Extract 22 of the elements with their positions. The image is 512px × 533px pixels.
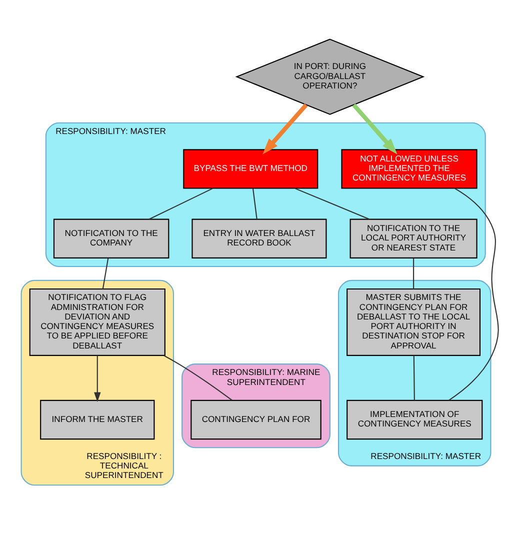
connector — [294, 188, 370, 220]
node-box: BYPASS THE BWT METHOD — [183, 149, 318, 189]
node-box: NOTIFICATION TO FLAG ADMINISTRATION FOR DEVIATION AND CONTINGENCY MEASURES TO BE APPLIED BEFORE DEBALLAST — [29, 288, 166, 356]
connector — [148, 188, 214, 220]
node-box: NOT ALLOWED UNLESS IMPLEMENTED THE CONTINGENCY MEASURES — [341, 149, 478, 189]
node-box: CONTINGENCY PLAN FOR — [190, 400, 322, 440]
connector — [252, 188, 258, 220]
connector — [413, 356, 415, 400]
arrow — [352, 103, 398, 154]
node-diamond: IN PORT: DURING CARGO/BALLAST OPERATION? — [235, 38, 425, 115]
node-box: NOTIFICATION TO THE COMPANY — [53, 218, 170, 258]
node-box: MASTER SUBMITS THE CONTINGENCY PLAN FOR DEBALLAST TO THE LOCAL PORT AUTHORITY IN DESTINATION STOP FOR APPROVAL — [346, 288, 481, 356]
arrow — [94, 356, 101, 402]
connector — [413, 258, 414, 289]
connector — [164, 355, 232, 401]
connector — [448, 188, 499, 401]
node-box: IMPLEMENTATION OF CONTINGENCY MEASURES — [346, 400, 483, 440]
node-box: NOTIFICATION TO THE LOCAL PORT AUTHORITY OR NEAREST STATE — [350, 218, 478, 258]
arrow — [262, 103, 308, 154]
node-box: ENTRY IN WATER BALLAST RECORD BOOK — [192, 218, 327, 258]
connector — [102, 258, 109, 290]
node-box: INFORM THE MASTER — [40, 400, 155, 440]
